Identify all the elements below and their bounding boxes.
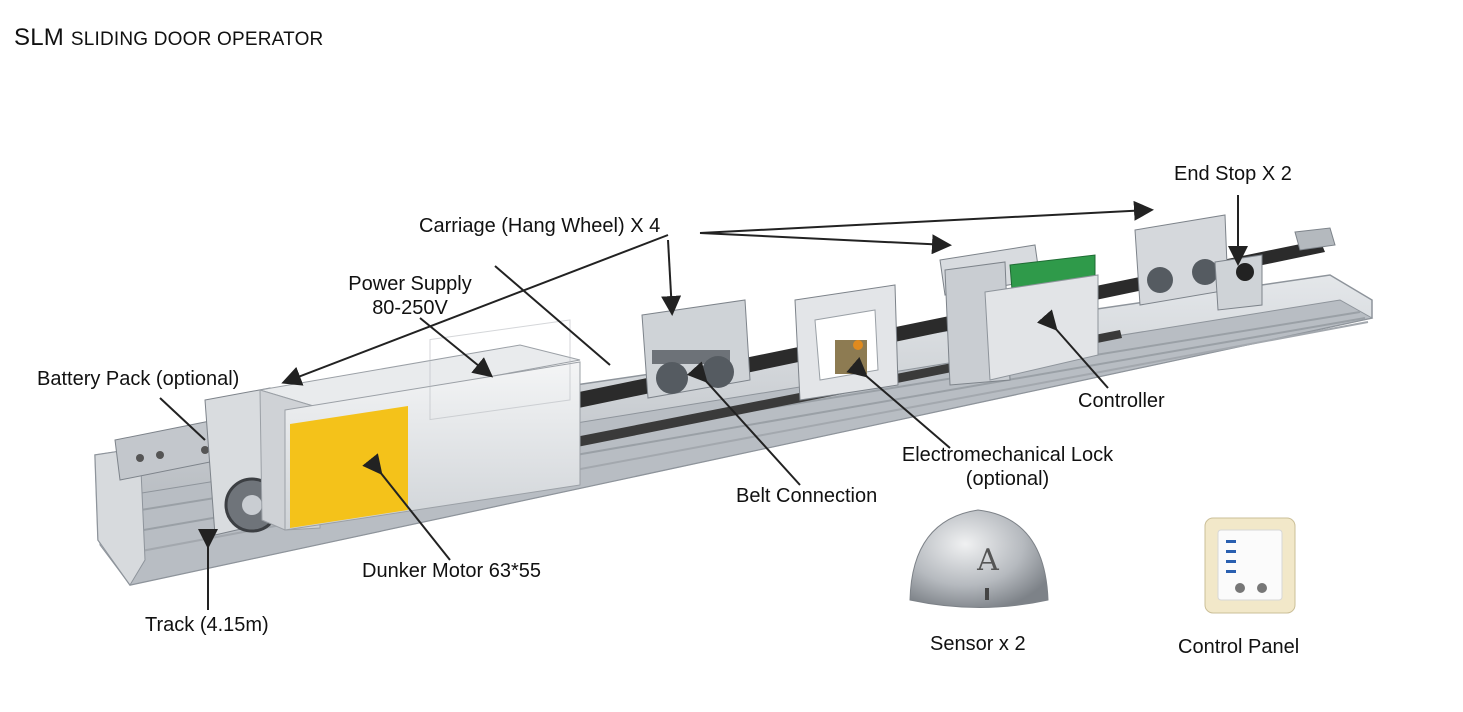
title-rest: SLIDING DOOR OPERATOR [70, 29, 324, 50]
callout-belt-connection [686, 361, 801, 486]
label-lock-line2: (optional) [965, 468, 1050, 490]
label-power-supply-line2: 80-250V [372, 297, 448, 319]
callout-carriage-2 [699, 232, 952, 255]
label-motor: Dunker Motor 63*55 [362, 560, 541, 582]
label-sensor: Sensor x 2 [930, 633, 1026, 655]
callout-carriage-4 [281, 234, 669, 386]
carriage-3 [1134, 214, 1229, 306]
label-power-supply: Power Supply 80-250V [330, 272, 490, 320]
belt-connection-plate [794, 284, 899, 401]
callout-motor [362, 453, 451, 561]
label-battery-pack: Battery Pack (optional) [37, 368, 240, 390]
label-lock: Electromechanical Lock (optional) [870, 443, 1145, 491]
label-lock-line1: Electromechanical Lock [901, 444, 1114, 466]
end-cap [1294, 227, 1336, 251]
label-power-supply-line1: Power Supply [348, 273, 472, 295]
callout-power-supply [419, 317, 494, 378]
label-controller: Controller [1078, 390, 1165, 412]
label-track: Track (4.15m) [145, 614, 269, 636]
callouts [159, 195, 1248, 610]
sensor: A [909, 509, 1049, 608]
power-supply-housing [259, 319, 581, 531]
callout-battery [159, 397, 206, 441]
label-end-stop: End Stop X 2 [1174, 163, 1292, 185]
svg-text:A: A [976, 543, 999, 578]
label-carriage: Carriage (Hang Wheel) X 4 [419, 215, 661, 237]
callout-carriage-3 [699, 200, 1154, 234]
page-title: SLM SLIDING DOOR OPERATOR [14, 24, 323, 52]
callout-belt-top [494, 265, 611, 366]
carriage-1 [641, 299, 751, 399]
end-stop [1214, 254, 1263, 311]
title-prefix: SLM [14, 24, 64, 51]
label-control-panel: Control Panel [1178, 636, 1300, 658]
callout-controller [1036, 309, 1109, 389]
control-panel-device [1204, 517, 1296, 614]
callout-lock [846, 356, 951, 449]
callout-carriage-1 [661, 239, 682, 316]
label-belt-connection: Belt Connection [736, 485, 878, 507]
battery-pack [114, 419, 221, 481]
